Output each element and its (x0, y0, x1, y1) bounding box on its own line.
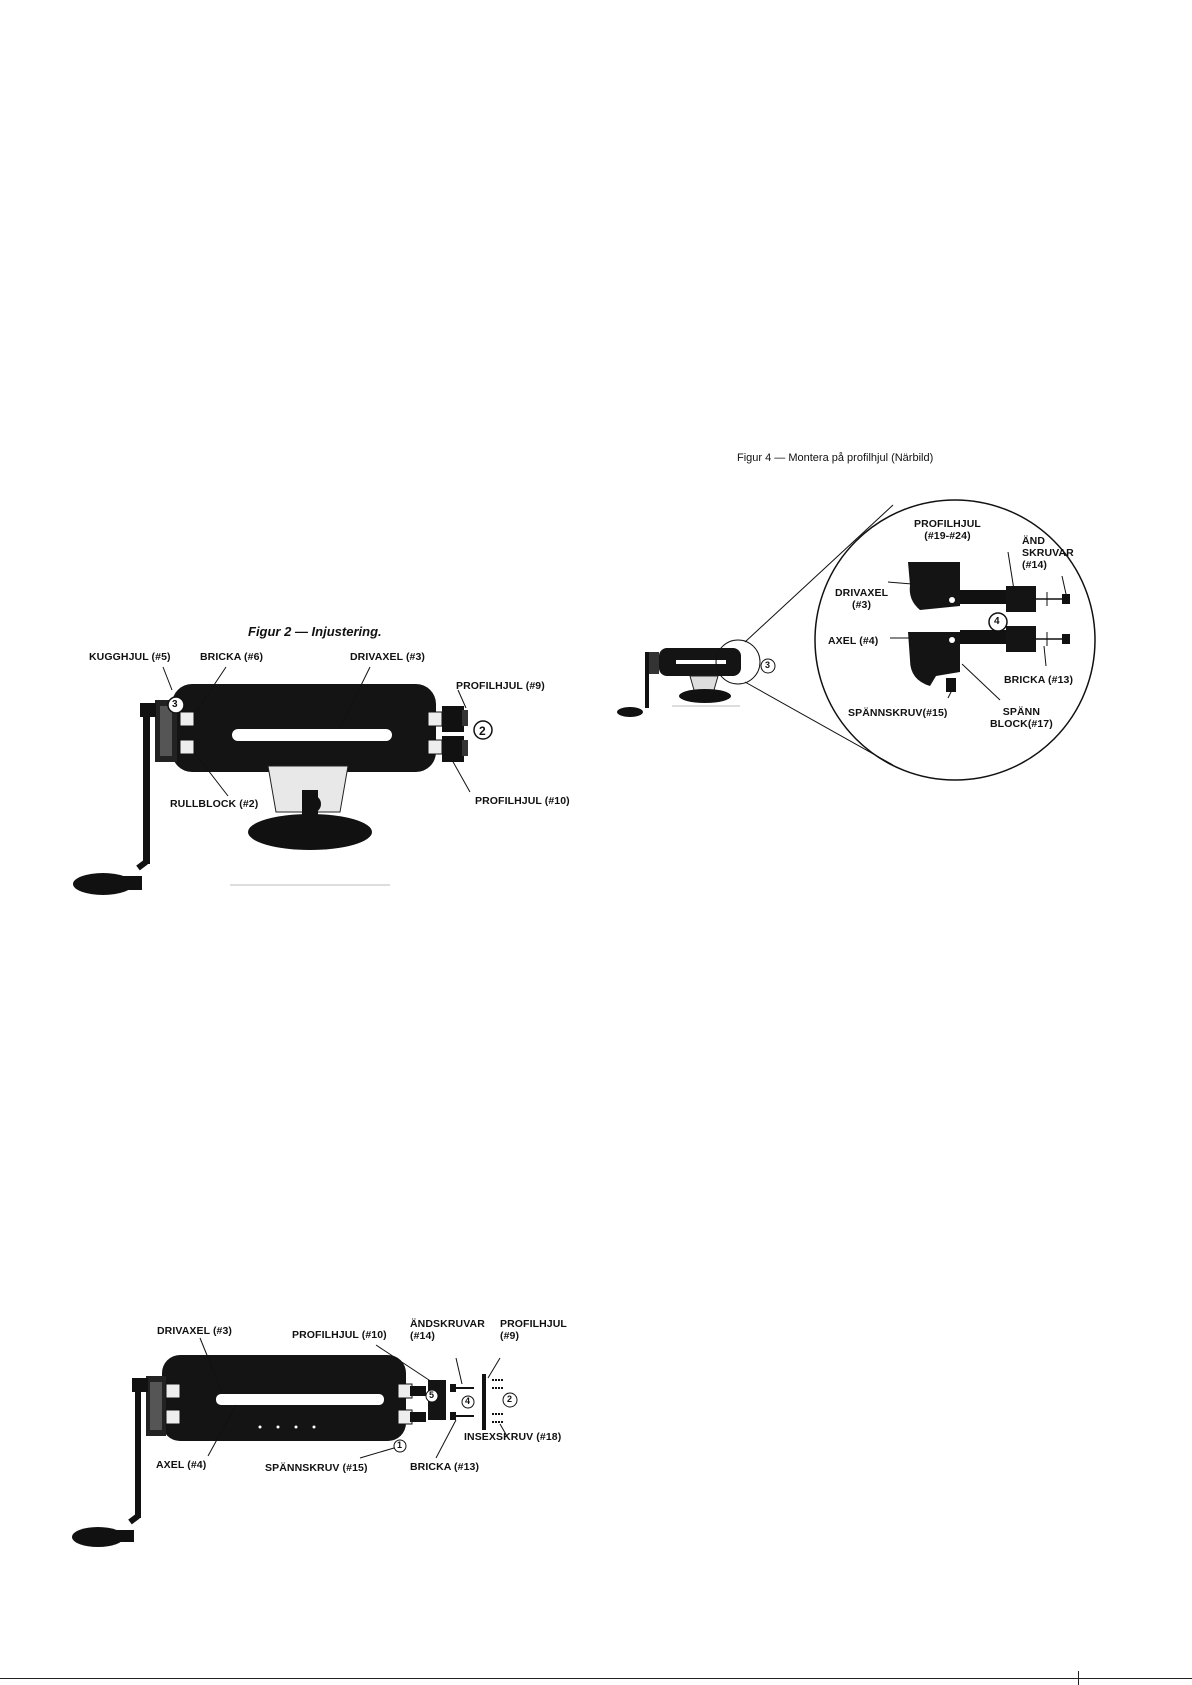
figure4-label-profilhjul: PROFILHJUL (#19-#24) (914, 518, 981, 542)
figure2-callout-2: 2 (479, 724, 486, 738)
figure4-callout-3: 3 (765, 660, 771, 670)
figure2-title: Figur 2 — Injustering. (248, 624, 382, 639)
figure2-callout-3: 3 (172, 699, 178, 710)
figure3-label-drivaxel: DRIVAXEL (#3) (157, 1325, 233, 1337)
page-bottom-tick (1078, 1671, 1079, 1685)
figure4-title: Figur 4 — Montera på profilhjul (Närbild… (737, 452, 934, 464)
figure3-label-andskruvar: ÄNDSKRUVAR (#14) (410, 1318, 485, 1342)
figure4-label-bricka: BRICKA (#13) (1004, 674, 1074, 686)
figure2-label-rullblock: RULLBLOCK (#2) (170, 798, 259, 810)
figure3-label-spannskruv: SPÄNNSKRUV (#15) (265, 1462, 368, 1474)
figure2-label-kugghjul: KUGGHJUL (#5) (89, 651, 171, 663)
figure2-label-profilhjul10: PROFILHJUL (#10) (475, 795, 570, 807)
figure2-label-drivaxel: DRIVAXEL (#3) (350, 651, 426, 663)
figure3-label-insexskruv: INSEXSKRUV (#18) (464, 1431, 562, 1443)
figure4-callout-4: 4 (994, 616, 1000, 627)
figure4-label-spannblock: SPÄNN BLOCK(#17) (990, 706, 1053, 730)
figure2-label-bricka: BRICKA (#6) (200, 651, 264, 663)
figure3-label-axel: AXEL (#4) (156, 1459, 207, 1471)
figure4-label-axel: AXEL (#4) (828, 635, 879, 647)
figure4-label-drivaxel: DRIVAXEL (#3) (835, 587, 889, 611)
figure3-callout-4: 4 (465, 1396, 471, 1406)
figure3-label-profilhjul9: PROFILHJUL (#9) (500, 1318, 567, 1342)
page-bottom-border (0, 1678, 1192, 1679)
figure3-label-bricka: BRICKA (#13) (410, 1461, 480, 1473)
figure4-label-spannskruv: SPÄNNSKRUV(#15) (848, 707, 948, 719)
figure3-callout-1: 1 (397, 1440, 403, 1450)
figure3-callout-2: 2 (507, 1394, 513, 1404)
figure3-callout-5: 5 (429, 1390, 435, 1400)
figure2-label-profilhjul9: PROFILHJUL (#9) (456, 680, 545, 692)
figure3-label-profilhjul10: PROFILHJUL (#10) (292, 1329, 387, 1341)
figure4-label-andskruvar: ÄND SKRUVAR (#14) (1022, 535, 1074, 571)
